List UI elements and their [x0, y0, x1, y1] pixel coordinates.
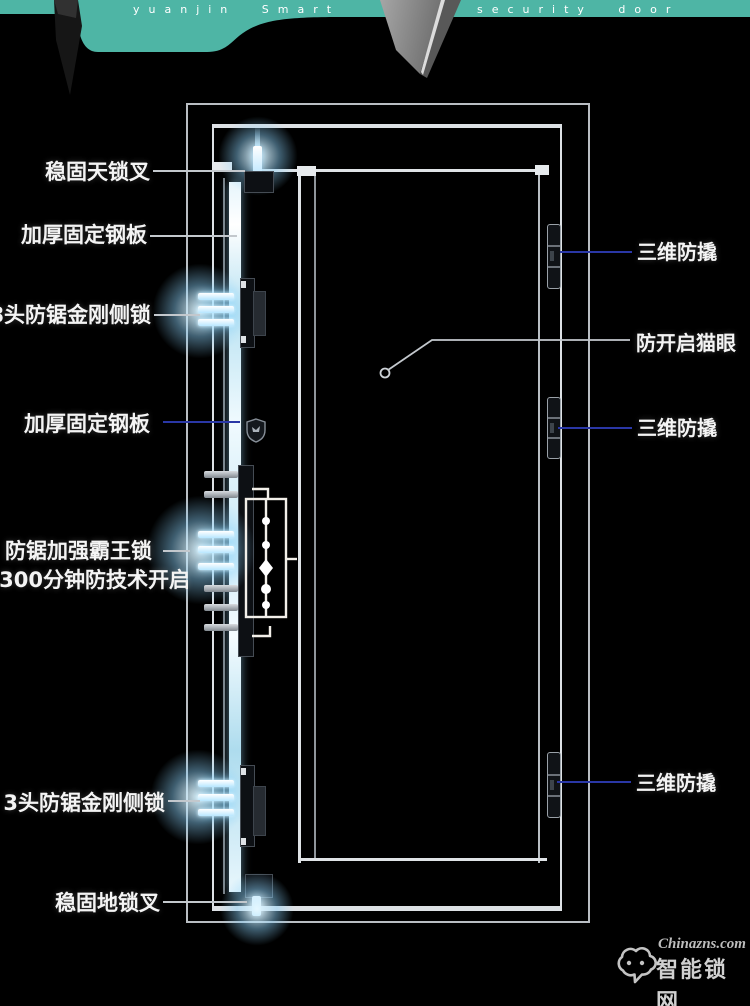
cloud-logo-icon [617, 947, 657, 984]
door-leaf-left-edge [298, 169, 301, 863]
callout-line-steel-upper [150, 235, 237, 237]
door-leaf-bottom-edge [298, 858, 547, 861]
bottom-fork-flare [220, 872, 294, 946]
door-pillar-graphic [380, 0, 461, 78]
main-lock-bolt [204, 604, 238, 611]
watermark-site-text: Chinazns.com [658, 936, 746, 952]
side-lock-8head-bolt [198, 306, 234, 313]
side-lock-3head-bolt [198, 780, 234, 787]
side-lock-8head-bolt [198, 319, 234, 326]
side-lock-8head-block [253, 291, 266, 336]
door-leaf-corner-tr [535, 165, 549, 175]
banner-ribbon [0, 0, 750, 52]
door-leaf-corner-tl [297, 166, 316, 176]
label-peephole: 防开启猫眼 [636, 331, 736, 355]
label-main-lock: 防锯加强霸王锁 [5, 539, 152, 563]
main-lock-bolt [204, 585, 238, 592]
callout-line-steel-lower [163, 421, 240, 423]
label-steel-plate-upper: 加厚固定钢板 [21, 223, 147, 247]
label-main-lock-subtitle: 300分钟防技术开启 [0, 568, 190, 592]
shield-emblem-icon [246, 418, 266, 443]
label-anti-pry-middle: 三维防撬 [637, 416, 717, 440]
main-lock-bolt [204, 471, 238, 478]
main-lock-bolt-glowing [198, 531, 234, 538]
label-top-lock-fork: 稳固天锁叉 [45, 160, 150, 184]
callout-line-hinge-middle [558, 427, 632, 429]
door-leaf-top-edge [262, 169, 547, 172]
peephole-callout [379, 339, 630, 379]
side-lock-3head-block [253, 786, 266, 836]
callout-line-top-fork [153, 170, 245, 172]
label-anti-pry-bottom: 三维防撬 [636, 771, 716, 795]
top-lock-fork [244, 171, 274, 193]
door-corner-graphic [54, 0, 82, 95]
top-fork-pin [253, 146, 262, 174]
hinge-bottom [547, 752, 561, 818]
callout-line-3head [168, 800, 200, 802]
main-lock-bolt [204, 491, 238, 498]
door-leaf-right-edge [538, 169, 540, 863]
brand-text-left: yuanjin Smart [133, 3, 341, 16]
callout-line-main-lock [163, 550, 190, 552]
label-steel-plate-lower: 加厚固定钢板 [24, 412, 150, 436]
brand-text-right: security door [477, 3, 680, 16]
label-anti-pry-top: 三维防撬 [637, 240, 717, 264]
watermark-name-text: 智能锁网 [656, 958, 729, 1006]
main-lock-bolt-glowing [198, 563, 234, 570]
callout-line-8head [154, 314, 200, 316]
side-lock-3head-bolt [198, 794, 234, 801]
label-bottom-lock-fork: 稳固地锁叉 [55, 891, 160, 915]
label-side-lock-8head: 8头防锯金刚侧锁 [0, 303, 151, 327]
main-lock-bolt-glowing [198, 546, 234, 553]
side-lock-3head-bolt [198, 809, 234, 816]
door-leaf-left-inner-edge [314, 173, 316, 859]
side-lock-8head-bolt [198, 293, 234, 300]
label-side-lock-3head: 3头防锯金刚侧锁 [3, 791, 165, 815]
side-lock-3head-bracket-top [241, 768, 246, 775]
callout-line-bottom-fork [163, 901, 247, 903]
callout-line-hinge-top [560, 251, 632, 253]
side-lock-8head-bracket-top [241, 281, 246, 288]
side-lock-3head-bracket-bottom [241, 838, 246, 845]
main-lock-mechanism [244, 487, 297, 638]
side-lock-8head-bracket-bottom [241, 336, 246, 343]
callout-line-hinge-bottom [557, 781, 631, 783]
main-lock-bolt [204, 624, 238, 631]
hinge-top [547, 224, 561, 289]
peephole-icon [379, 367, 391, 379]
